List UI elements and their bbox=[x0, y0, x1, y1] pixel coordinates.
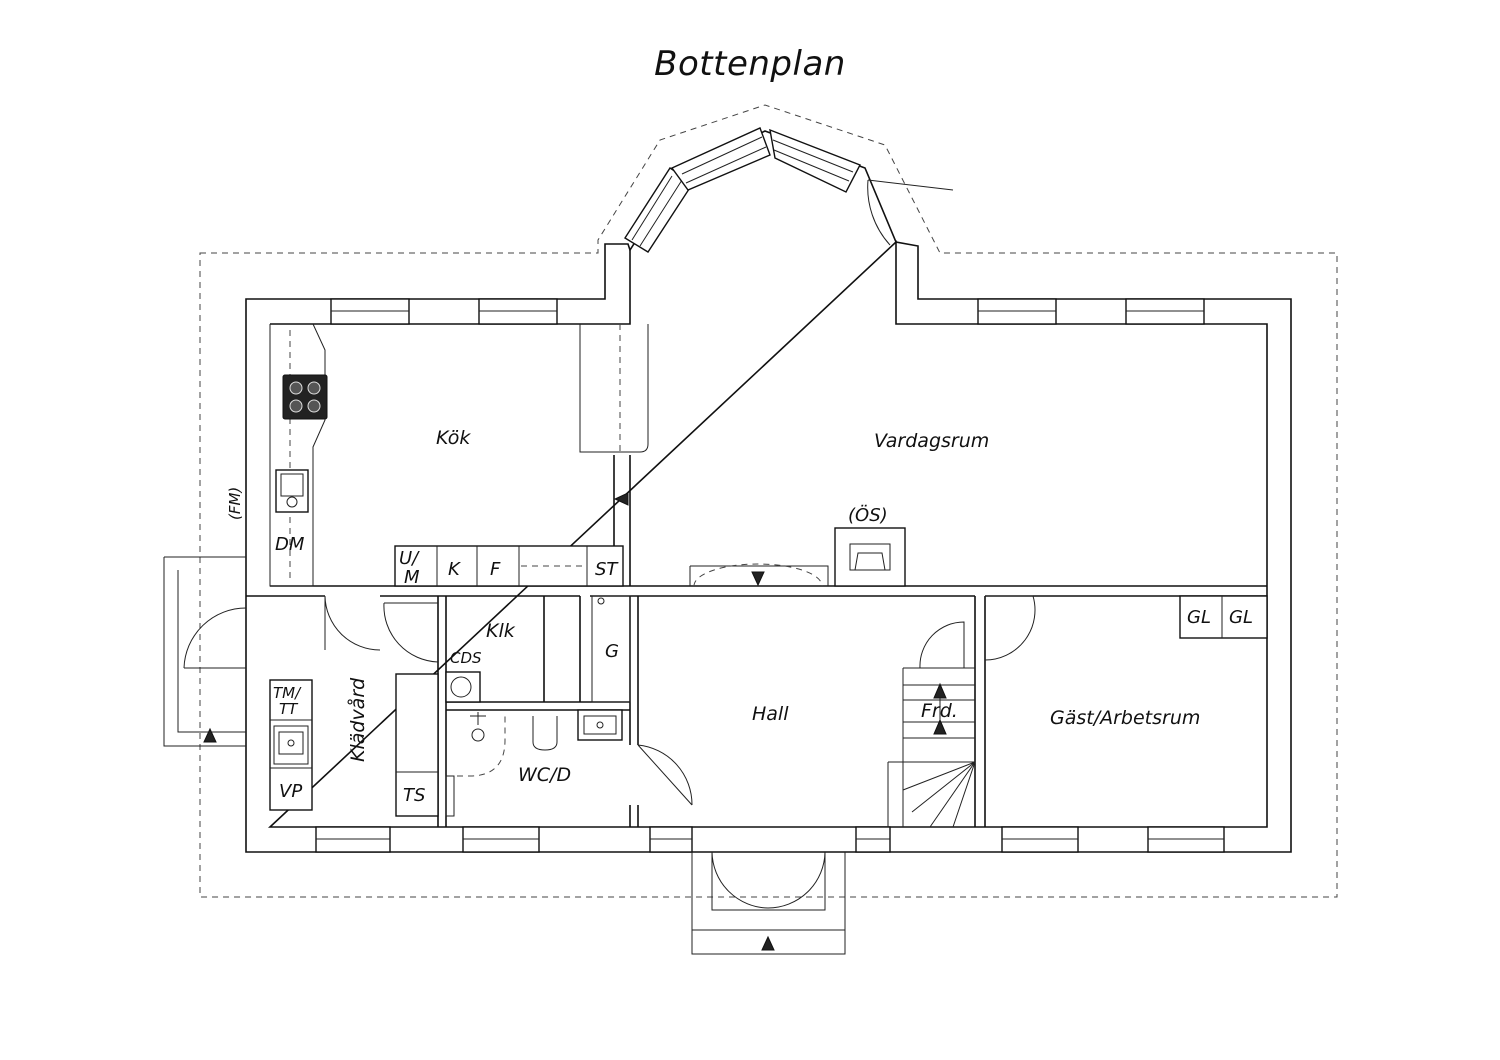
guest-door bbox=[984, 595, 1036, 661]
room-label-stairs: Frd. bbox=[921, 700, 958, 722]
guest-wardrobes bbox=[1179, 595, 1268, 639]
wc-fixtures bbox=[445, 709, 623, 817]
kitchen-living-arrow bbox=[613, 492, 629, 506]
label-dm: DM bbox=[275, 534, 305, 555]
g-cupboard bbox=[591, 595, 631, 703]
label-os: (ÖS) bbox=[848, 504, 888, 526]
living-door bbox=[689, 563, 829, 587]
label-g: G bbox=[605, 641, 619, 662]
side-entrance bbox=[163, 556, 247, 747]
room-label-hall: Hall bbox=[752, 703, 789, 725]
label-um-bottom: M bbox=[404, 567, 420, 588]
room-label-wc: WC/D bbox=[518, 764, 571, 786]
entrance bbox=[691, 851, 846, 955]
closet-door bbox=[383, 602, 481, 703]
label-fm: (FM) bbox=[226, 487, 244, 520]
stove-icon bbox=[282, 374, 328, 420]
windows bbox=[315, 298, 1225, 853]
room-label-guest: Gäst/Arbetsrum bbox=[1050, 707, 1200, 729]
room-label-closet: Klk bbox=[486, 620, 516, 642]
stairs bbox=[887, 621, 976, 828]
label-gl-1: GL bbox=[1187, 607, 1211, 628]
site-outline bbox=[199, 104, 1338, 898]
label-gl-2: GL bbox=[1229, 607, 1253, 628]
label-k: K bbox=[448, 559, 461, 580]
wc-door bbox=[637, 744, 693, 806]
kitchen-door bbox=[324, 595, 381, 651]
label-tmtt-top: TM/ bbox=[273, 684, 302, 702]
label-st: ST bbox=[595, 559, 619, 580]
kitchen-sink-icon bbox=[275, 469, 309, 513]
room-label-laundry: Klädvård bbox=[346, 677, 369, 762]
room-label-kitchen: Kök bbox=[436, 427, 471, 449]
label-um-top: U/ bbox=[399, 548, 420, 569]
label-ts: TS bbox=[403, 785, 425, 806]
kitchen-counter bbox=[269, 323, 649, 587]
laundry-fixtures bbox=[269, 673, 439, 817]
label-f: F bbox=[490, 559, 501, 580]
label-vp: VP bbox=[279, 781, 302, 802]
fireplace-icon bbox=[834, 527, 906, 587]
room-label-living: Vardagsrum bbox=[874, 430, 989, 452]
bay-windows bbox=[624, 127, 954, 253]
label-cds: CDS bbox=[450, 649, 482, 667]
plan-title: Bottenplan bbox=[654, 44, 846, 84]
label-tmtt-bottom: TT bbox=[279, 700, 299, 718]
